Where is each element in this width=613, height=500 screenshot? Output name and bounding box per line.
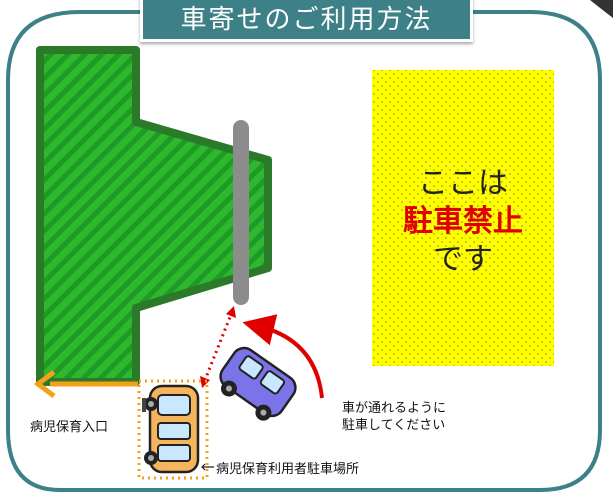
- dotted-path-line: [203, 311, 234, 381]
- no-parking-line1: ここは: [418, 166, 508, 201]
- instruction-line1: 車が通れるように: [342, 401, 447, 416]
- instruction-label: 車が通れるように 駐車してください: [342, 400, 446, 434]
- car-icon-approaching: [219, 346, 297, 421]
- entrance-label: 病児保育入口: [30, 420, 109, 435]
- dotted-arrow-head-top: [226, 306, 236, 318]
- instruction-line2: 駐車してください: [342, 418, 446, 433]
- car-icon-parked: [142, 384, 200, 474]
- corner-decoration: [590, 0, 613, 18]
- parking-spot-label: 病児保育利用者駐車場所: [216, 462, 360, 477]
- no-parking-line3: です: [433, 242, 493, 277]
- no-parking-text: ここは 駐車禁止 です: [372, 165, 554, 279]
- page-title: 車寄せのご利用方法: [140, 0, 473, 42]
- no-parking-line2: 駐車禁止: [403, 204, 523, 239]
- no-parking-zone: [372, 70, 554, 366]
- canopy-pillar: [233, 120, 249, 305]
- small-arrow-left-icon: [201, 463, 214, 471]
- arrow-left-head: [33, 370, 56, 398]
- curved-arrow-icon: [242, 314, 324, 399]
- parking-spot-outline: [137, 379, 209, 480]
